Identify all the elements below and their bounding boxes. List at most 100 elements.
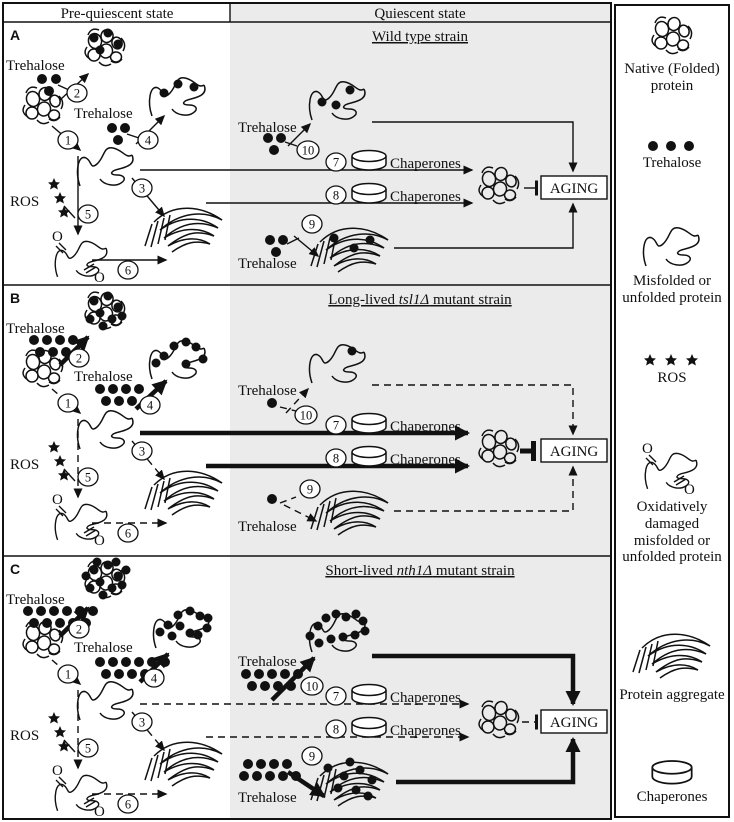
chaperones-icon (351, 683, 387, 705)
trehalose-dots (107, 123, 130, 145)
native-protein-icon (651, 16, 693, 55)
aging-label: AGING (550, 444, 598, 460)
aging-label: AGING (550, 715, 598, 731)
step-6-badge: 6 (117, 794, 139, 814)
legend-item-native-protein: Native (Folded) protein (616, 16, 728, 95)
trehalose-label: Trehalose (238, 120, 297, 136)
step-5-badge: 5 (77, 738, 99, 758)
trehalose-dots (265, 235, 288, 257)
trehalose-label: Trehalose (74, 106, 133, 122)
trehalose-bound-native-protein-icon (84, 290, 127, 331)
svg-text:2: 2 (76, 623, 82, 637)
chaperones-icon (351, 412, 387, 434)
arrow-9 (283, 504, 318, 522)
arrow-3 (131, 440, 165, 481)
legend-label: Misfolded or unfolded protein (622, 273, 722, 306)
svg-text:7: 7 (333, 156, 339, 170)
svg-text:6: 6 (125, 798, 131, 812)
protein-aggregate-icon (144, 741, 223, 787)
trehalose-bound-aggregate-icon (310, 757, 389, 807)
ros-icon (48, 441, 76, 482)
svg-text:3: 3 (139, 445, 145, 459)
protein-aggregate-icon (144, 470, 223, 516)
svg-text:5: 5 (85, 208, 91, 222)
aging-box: AGING (540, 438, 608, 463)
legend-label: Protein aggregate (619, 687, 725, 703)
step-7-badge: 7 (325, 415, 347, 435)
svg-text:5: 5 (85, 471, 91, 485)
step-9-badge: 9 (301, 746, 323, 766)
route-misfolded-to-aging (372, 384, 578, 436)
misfolded-protein-icon (76, 681, 134, 721)
step-5-badge: 5 (77, 204, 99, 224)
trehalose-bound-misfolded-protein-icon (305, 609, 370, 653)
step-6-badge: 6 (117, 523, 139, 543)
chaperones-icon (351, 445, 387, 467)
legend-item-oxidized-protein: Oxidatively damaged misfolded or unfolde… (616, 440, 728, 566)
svg-text:10: 10 (302, 144, 315, 158)
step-5-badge: 5 (77, 467, 99, 487)
ros-icon (48, 712, 76, 753)
step-10-badge: 10 (300, 676, 324, 696)
protein-aggregate-icon (632, 633, 711, 679)
svg-text:1: 1 (65, 134, 71, 148)
step-8-badge: 8 (325, 719, 347, 739)
step-10-badge: 10 (296, 140, 320, 160)
svg-text:2: 2 (76, 352, 82, 366)
arrow-10 (287, 122, 312, 147)
legend-label: Native (Folded) protein (624, 61, 720, 94)
arrow-10 (285, 387, 310, 414)
trehalose-bound-misfolded-protein-icon (308, 81, 366, 121)
trehalose-label: Trehalose (6, 58, 65, 74)
trehalose-icon (648, 141, 694, 151)
step-7-badge: 7 (325, 152, 347, 172)
svg-text:4: 4 (151, 672, 158, 686)
panel-title: Wild type strain (372, 29, 469, 45)
arrow-9 (286, 770, 326, 798)
step-1-badge: 1 (57, 130, 79, 150)
tick (279, 496, 297, 504)
step-1-badge: 1 (57, 393, 79, 413)
chaperones-label: Chaperones (390, 723, 461, 739)
misfolded-protein-icon (76, 147, 134, 187)
step-2-badge: 2 (68, 619, 90, 639)
arrow-10 (270, 656, 316, 702)
legend-item-chaperones: Chaperones (616, 758, 728, 806)
trehalose-bound-native-protein-icon (81, 557, 131, 600)
oxidized-protein-icon (52, 492, 107, 549)
chaperones-label: Chaperones (390, 690, 461, 706)
ros-label: ROS (10, 194, 39, 210)
svg-text:6: 6 (125, 264, 131, 278)
trehalose-label: Trehalose (238, 256, 297, 272)
svg-text:1: 1 (65, 397, 71, 411)
step-3-badge: 3 (131, 441, 153, 461)
svg-text:10: 10 (300, 409, 313, 423)
svg-text:8: 8 (333, 452, 339, 466)
header-pre-quiescent: Pre-quiescent state (61, 6, 174, 22)
chaperones-label: Chaperones (390, 156, 461, 172)
trehalose-dots (95, 384, 144, 406)
trehalose-bound-misfolded-protein-icon (148, 337, 208, 380)
trehalose-bound-misfolded-protein-icon (152, 606, 213, 649)
svg-text:1: 1 (65, 668, 71, 682)
svg-text:8: 8 (333, 723, 339, 737)
tick (126, 133, 140, 139)
svg-text:3: 3 (139, 716, 145, 730)
aging-box: AGING (540, 709, 608, 734)
svg-text:8: 8 (333, 189, 339, 203)
trehalose-label: Trehalose (74, 640, 133, 656)
svg-text:6: 6 (125, 527, 131, 541)
legend-item-misfolded-protein: Misfolded or unfolded protein (616, 222, 728, 307)
trehalose-bound-misfolded-protein-icon (148, 77, 206, 117)
main-frame (2, 2, 612, 820)
step-9-badge: 9 (301, 214, 323, 234)
trehalose-label: Trehalose (6, 592, 65, 608)
trehalose-dots (267, 494, 277, 504)
legend-label: ROS (657, 370, 687, 386)
step-4-badge: 4 (139, 395, 161, 415)
trehalose-label: Trehalose (238, 383, 297, 399)
route-misfolded-to-aging (372, 121, 578, 173)
tick (57, 84, 70, 91)
svg-text:7: 7 (333, 419, 339, 433)
